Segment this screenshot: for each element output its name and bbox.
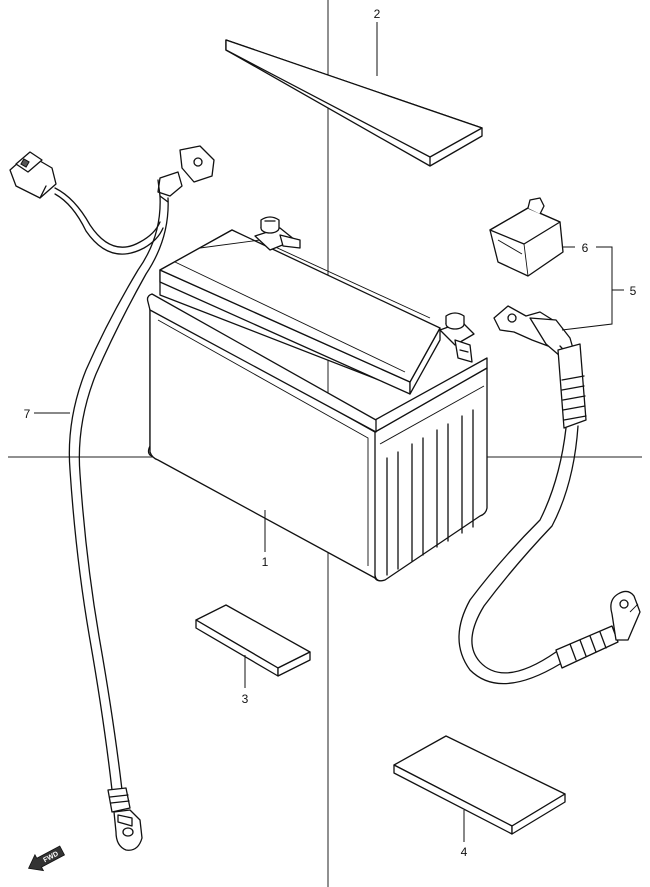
part-7-negative-lead-wire[interactable] [9,145,215,851]
part-6-terminal-cover[interactable] [489,197,564,277]
callout-5: 5 [630,284,637,298]
callout-numbers: 2 1 3 4 6 5 7 [24,7,637,859]
part-2-battery-top-pad[interactable] [225,39,483,167]
callout-3: 3 [242,692,249,706]
callout-6: 6 [582,241,589,255]
leader-lines [34,22,624,842]
callout-7: 7 [24,407,31,421]
callout-2: 2 [374,7,381,21]
part-1-battery[interactable] [146,216,488,582]
callout-4: 4 [461,845,468,859]
part-3-battery-pad[interactable] [195,604,311,677]
callout-1: 1 [262,555,269,569]
right-terminal [439,312,475,363]
left-terminal [254,216,301,251]
fwd-arrow-icon: FWD [27,845,66,872]
part-5-positive-lead-wire[interactable] [458,305,641,685]
part-4-battery-pad[interactable] [393,735,566,835]
